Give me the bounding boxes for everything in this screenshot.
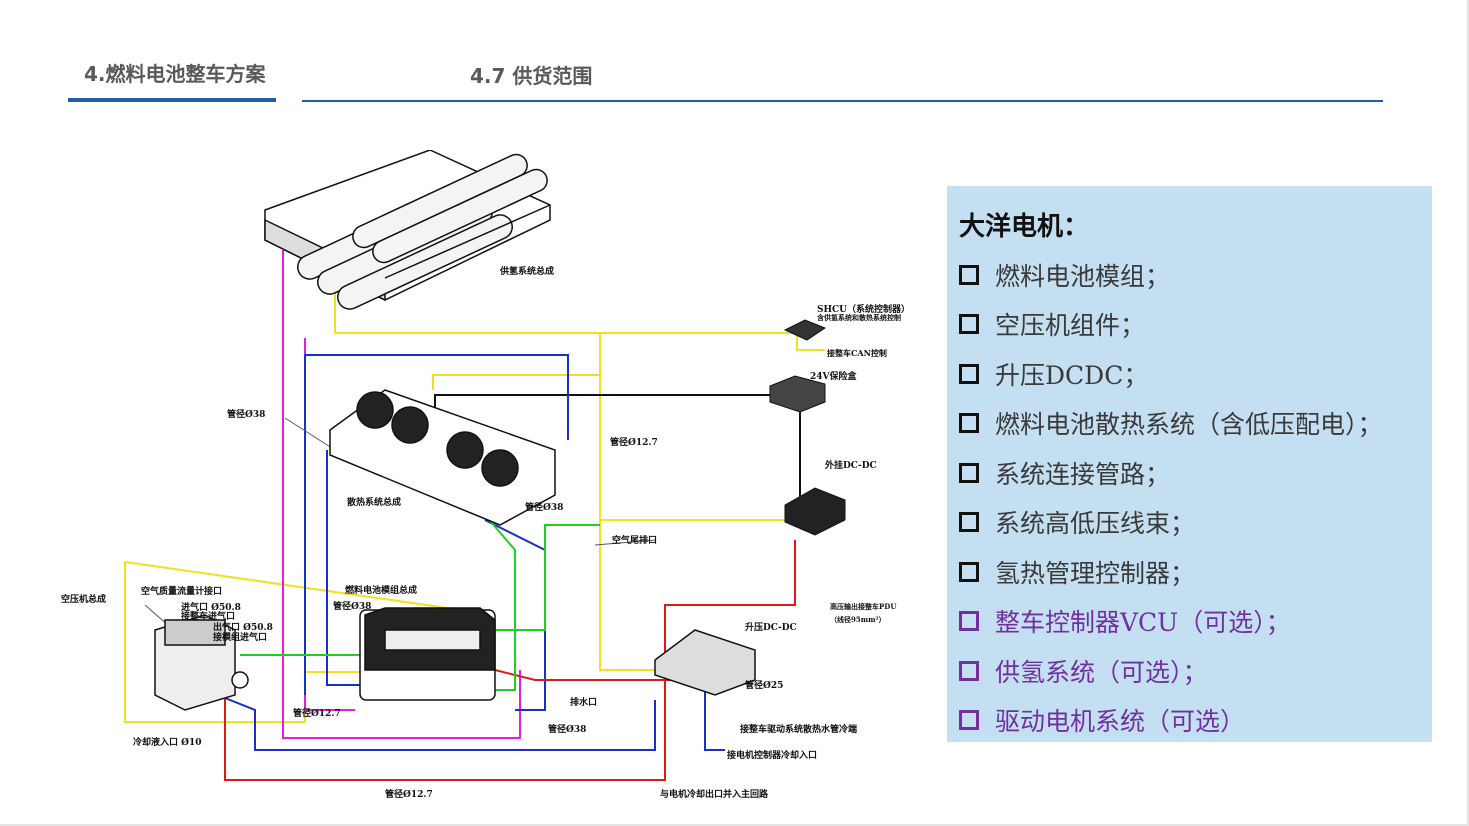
label-boost-dcdc: 升压DC-DC (745, 623, 797, 633)
label-drain: 排水口 (570, 698, 598, 708)
label-pipe127-bottom: 管径Ø12.7 (385, 790, 433, 800)
supply-item: 系统连接管路； (959, 448, 1383, 498)
label-pipe38-top: 管径Ø38 (227, 410, 266, 420)
shcu-box (783, 319, 827, 341)
blue-pipe-4 (704, 690, 725, 751)
yellow-wire-can (796, 335, 825, 351)
label-air-inlet: 进气口 Ø50.8 (181, 603, 241, 613)
label-shcu-note: 含供氢系统和散热系统控制 (817, 313, 901, 322)
supply-list: 燃料电池模组； 空压机组件； 升压DCDC； 燃料电池散热系统（含低压配电）； … (959, 250, 1383, 745)
fuse-box (769, 375, 826, 413)
supply-item-text: 氢热管理控制器； (995, 558, 1196, 588)
supply-item-text: 升压DCDC； (995, 360, 1149, 390)
grey-leader-1 (284, 417, 336, 451)
label-vehicle-inlet: 接整车进气口 (181, 612, 236, 622)
diagram-drawing (124, 150, 846, 781)
label-can: 接整车CAN控制 (827, 348, 887, 358)
supply-item: 升压DCDC； (959, 349, 1383, 399)
label-motor-outlet: 与电机冷却出口并入主回路 (660, 790, 769, 800)
label-motor-ctrl: 接电机控制器冷却入口 (727, 751, 818, 761)
blue-pipe-bottom (204, 689, 656, 751)
fc-module-unit (359, 607, 496, 701)
system-diagram: 供氢系统总成 SHCU（系统控制器） 含供氢系统和散热系统控制 接整车CAN控制… (55, 150, 925, 810)
blue-pipe-2 (326, 450, 360, 686)
green-pipe-3 (495, 524, 600, 631)
supply-item: 空压机组件； (959, 300, 1383, 350)
label-cooling-system: 散热系统总成 (347, 498, 402, 508)
label-compressor: 空压机总成 (61, 595, 107, 605)
checkbox-icon (959, 413, 979, 434)
sub-title: 4.7 供货范围 (470, 64, 593, 88)
label-pipe38-mid: 管径Ø38 (525, 503, 564, 513)
label-fuse-box: 24V保险盒 (810, 372, 857, 382)
label-module-inlet: 接模组进气口 (213, 633, 268, 643)
label-pipe127-low: 管径Ø12.7 (293, 709, 341, 719)
yellow-wire-cooling (432, 374, 600, 390)
ext-dcdc-box (784, 487, 846, 536)
panel-title: 大洋电机： (959, 212, 1090, 242)
supply-item-text: 整车控制器VCU（可选）； (995, 608, 1291, 638)
red-pipe-2 (494, 669, 675, 681)
section-underline (68, 98, 276, 102)
label-air-exhaust: 空气尾排口 (612, 536, 658, 546)
label-pipe38-low: 管径Ø38 (548, 725, 587, 735)
section-title: 4.燃料电池整车方案 (84, 62, 266, 86)
label-h2-system: 供氢系统总成 (500, 267, 555, 277)
supply-item-optional: 驱动电机系统（可选） (959, 696, 1383, 746)
header-rule (302, 100, 1383, 102)
supply-item-text: 空压机组件； (995, 311, 1146, 341)
magenta-pipe (282, 250, 521, 739)
supply-item-optional: 整车控制器VCU（可选）； (959, 597, 1383, 647)
supply-scope-panel: 大洋电机： 燃料电池模组； 空压机组件； 升压DCDC； 燃料电池散热系统（含低… (947, 186, 1432, 742)
supply-item: 氢热管理控制器； (959, 547, 1383, 597)
label-pipe38-module: 管径Ø38 (333, 602, 372, 612)
supply-item-optional: 供氢系统（可选）； (959, 646, 1383, 696)
supply-item: 燃料电池散热系统（含低压配电）； (959, 399, 1383, 449)
label-hv-wire: （线径95mm²） (830, 615, 886, 624)
compressor-unit (154, 614, 249, 711)
checkbox-icon (959, 660, 979, 681)
checkbox-icon (959, 462, 979, 483)
label-vehicle-cooling: 接整车驱动系统散热水管冷端 (740, 725, 858, 735)
label-air-outlet: 出气口 Ø50.8 (213, 623, 273, 633)
supply-item-text: 系统高低压线束； (995, 509, 1196, 539)
label-pipe127-top: 管径Ø12.7 (610, 438, 658, 448)
blue-pipe-top (304, 354, 569, 695)
label-fc-module: 燃料电池模组总成 (345, 586, 418, 596)
supply-item-text: 系统连接管路； (995, 459, 1171, 489)
checkbox-icon (959, 363, 979, 384)
grey-leader-2 (594, 539, 656, 546)
supply-item-text: 供氢系统（可选）； (995, 657, 1208, 687)
label-ext-dcdc: 外挂DC-DC (825, 461, 877, 471)
checkbox-icon (959, 264, 979, 285)
supply-item-text: 燃料电池模组； (995, 261, 1171, 291)
supply-item-text: 燃料电池散热系统（含低压配电）； (995, 410, 1383, 440)
label-coolant-inlet: 冷却液入口 Ø10 (133, 738, 202, 748)
checkbox-icon (959, 710, 979, 731)
checkbox-icon (959, 611, 979, 632)
label-shcu: SHCU（系统控制器） (817, 305, 911, 315)
cooling-unit (329, 389, 556, 526)
supply-item: 燃料电池模组； (959, 250, 1383, 300)
supply-item-text: 驱动电机系统（可选） (995, 707, 1246, 737)
label-pipe25: 管径Ø25 (745, 681, 784, 691)
black-wire (434, 394, 775, 420)
red-pipe (224, 540, 796, 781)
h2-tank-rack (264, 150, 551, 310)
checkbox-icon (959, 561, 979, 582)
supply-item: 系统高低压线束； (959, 498, 1383, 548)
checkbox-icon (959, 512, 979, 533)
label-air-flow-port: 空气质量流量计接口 (141, 587, 223, 597)
boost-dcdc-unit (654, 629, 756, 696)
checkbox-icon (959, 314, 979, 335)
label-hv-pdu: 高压输出接整车PDU (830, 602, 897, 611)
